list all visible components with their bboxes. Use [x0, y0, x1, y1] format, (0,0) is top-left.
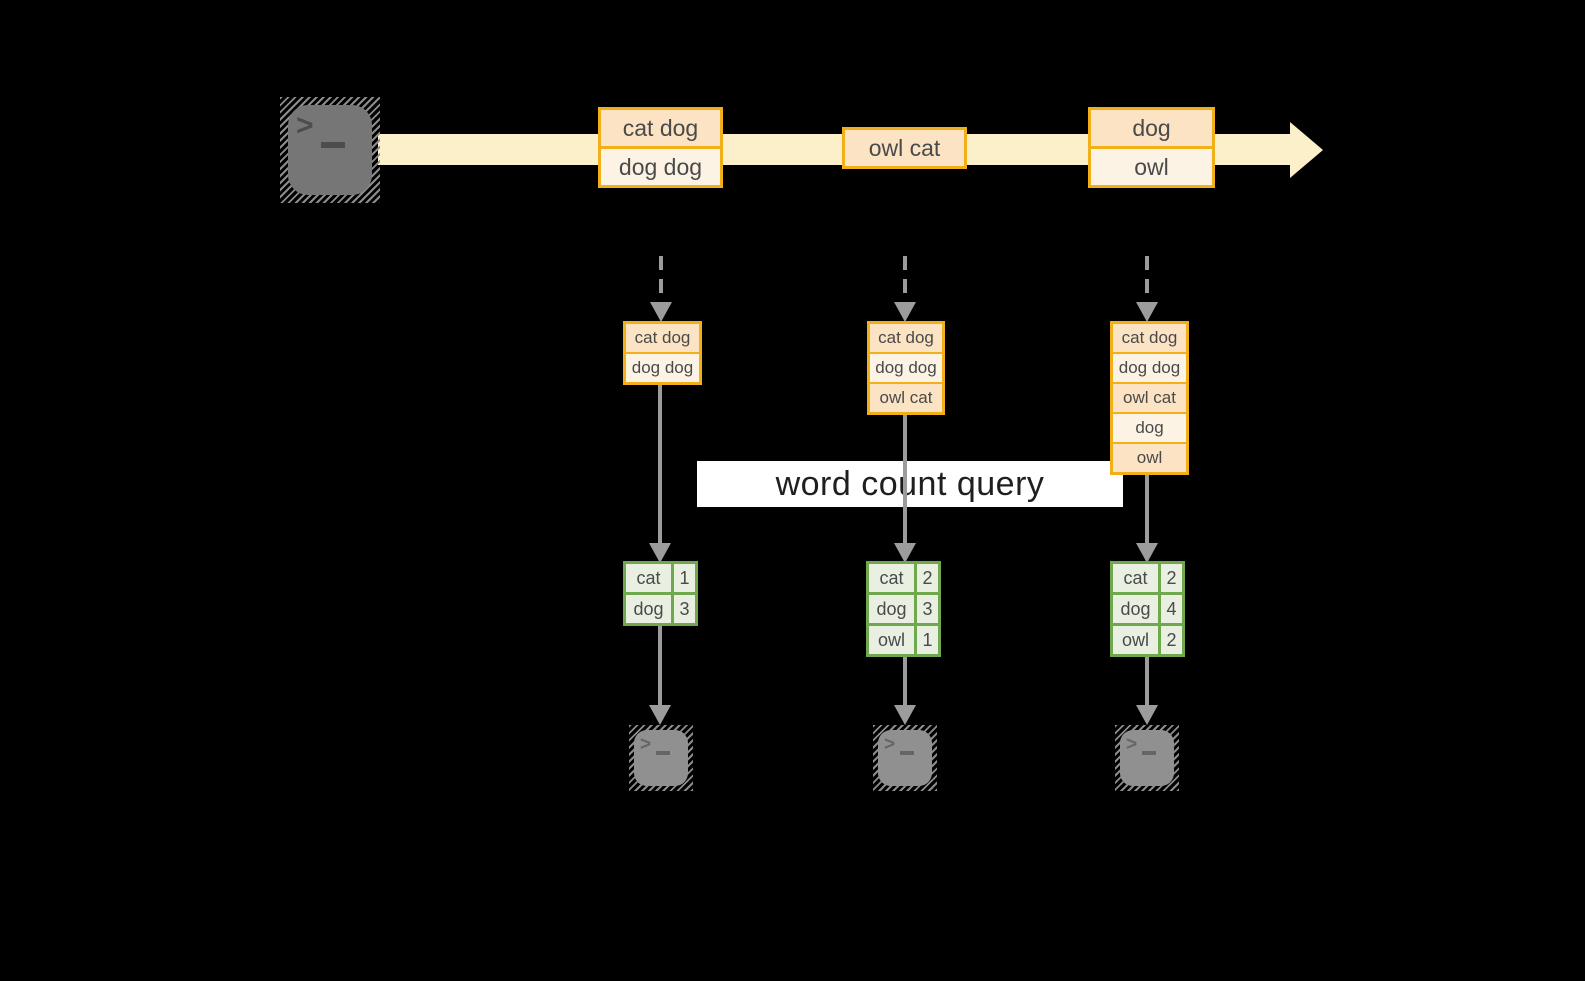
prompt-chevron-icon: > [296, 109, 314, 142]
terminal-face: > [878, 730, 932, 786]
stream-record: dog dog [1113, 352, 1186, 382]
terminal-face: > [634, 730, 688, 786]
query-arrow-line [658, 385, 662, 543]
stream-record: owl cat [870, 382, 942, 412]
word-cell: dog [626, 595, 671, 623]
query-arrow-line [1145, 475, 1149, 543]
count-cell: 1 [674, 564, 695, 592]
word-count-table-2: cat 2 dog 3 owl 1 [866, 561, 941, 657]
timeline-batch-3: dog owl [1088, 107, 1215, 188]
terminal-face: > [288, 105, 372, 195]
stream-record: cat dog [626, 324, 699, 352]
word-cell: cat [1113, 564, 1158, 592]
prompt-cursor-icon [656, 751, 670, 755]
ingest-arrowhead-icon [650, 302, 672, 322]
count-cell: 4 [1161, 595, 1182, 623]
accumulated-stream-1: cat dog dog dog [623, 321, 702, 385]
word-cell: dog [869, 595, 914, 623]
stream-record: dog dog [870, 352, 942, 382]
output-arrowhead-icon [1136, 705, 1158, 725]
word-cell: dog [1113, 595, 1158, 623]
ingest-arrow-line [1145, 256, 1149, 302]
stream-record: dog [1113, 412, 1186, 442]
stream-record: dog [1091, 110, 1212, 146]
prompt-chevron-icon: > [884, 734, 896, 755]
word-cell: owl [1113, 626, 1158, 654]
stream-record: owl [1113, 442, 1186, 472]
word-cell: owl [869, 626, 914, 654]
output-arrow-line [658, 626, 662, 705]
output-arrowhead-icon [894, 705, 916, 725]
count-cell: 2 [917, 564, 938, 592]
word-cell: cat [869, 564, 914, 592]
sink-terminal-icon: > [629, 725, 693, 791]
ingest-arrow-line [903, 256, 907, 302]
stream-record: cat dog [1113, 324, 1186, 352]
output-arrow-line [1145, 657, 1149, 705]
prompt-cursor-icon [321, 142, 345, 148]
timeline-batch-1: cat dog dog dog [598, 107, 723, 188]
output-arrow-line [903, 657, 907, 705]
ingest-arrow-line [659, 256, 663, 302]
prompt-chevron-icon: > [640, 734, 652, 755]
word-count-table-3: cat 2 dog 4 owl 2 [1110, 561, 1185, 657]
source-terminal-icon: > [280, 97, 380, 203]
output-arrowhead-icon [649, 705, 671, 725]
prompt-cursor-icon [900, 751, 914, 755]
count-cell: 1 [917, 626, 938, 654]
word-cell: cat [626, 564, 671, 592]
query-arrow-line [903, 415, 907, 543]
sink-terminal-icon: > [873, 725, 937, 791]
count-cell: 2 [1161, 626, 1182, 654]
count-cell: 3 [674, 595, 695, 623]
query-arrowhead-icon [1136, 543, 1158, 563]
stream-record: dog dog [626, 352, 699, 382]
sink-terminal-icon: > [1115, 725, 1179, 791]
count-cell: 3 [917, 595, 938, 623]
stream-record: owl cat [845, 130, 964, 166]
ingest-arrowhead-icon [1136, 302, 1158, 322]
prompt-chevron-icon: > [1126, 734, 1138, 755]
accumulated-stream-3: cat dog dog dog owl cat dog owl [1110, 321, 1189, 475]
count-cell: 2 [1161, 564, 1182, 592]
stream-record: cat dog [870, 324, 942, 352]
terminal-face: > [1120, 730, 1174, 786]
query-arrowhead-icon [649, 543, 671, 563]
ingest-arrowhead-icon [894, 302, 916, 322]
stream-record: owl cat [1113, 382, 1186, 412]
stream-record: cat dog [601, 110, 720, 146]
query-arrowhead-icon [894, 543, 916, 563]
stream-record: owl [1091, 146, 1212, 185]
query-label: word count query [697, 461, 1123, 507]
timeline-batch-2: owl cat [842, 127, 967, 169]
stream-timeline-arrowhead-icon [1290, 122, 1323, 178]
accumulated-stream-2: cat dog dog dog owl cat [867, 321, 945, 415]
prompt-cursor-icon [1142, 751, 1156, 755]
word-count-table-1: cat 1 dog 3 [623, 561, 698, 626]
stream-record: dog dog [601, 146, 720, 185]
